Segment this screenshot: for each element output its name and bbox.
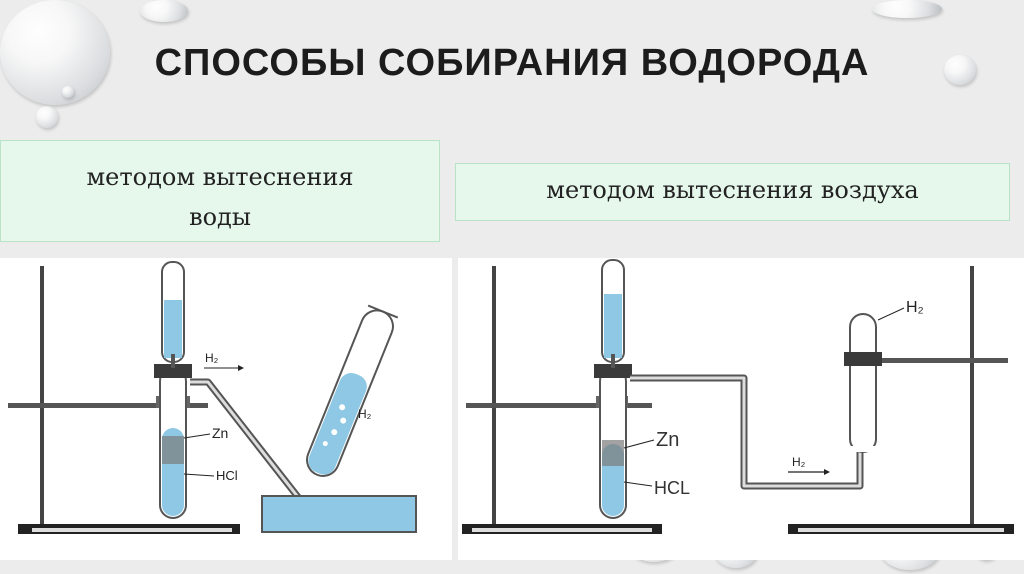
collector-gas-label: H₂ — [906, 299, 924, 316]
air-displacement-diagram: Zn HCL H₂ H₂ — [458, 258, 1024, 560]
method-air-box: методом вытеснения воздуха — [455, 163, 1010, 221]
zinc-label: Zn — [212, 425, 228, 441]
clamp-arm-right — [844, 358, 1008, 363]
method-air-label: методом вытеснения воздуха — [546, 176, 919, 204]
zinc-granules — [602, 440, 624, 466]
zinc-label: Zn — [656, 429, 679, 451]
water-drop-decoration — [872, 0, 942, 18]
stand-rod-right — [970, 266, 974, 528]
method-water-box: методом вытеснения воды — [0, 140, 440, 242]
water-drop-decoration — [944, 55, 976, 85]
tube-gas-label: H₂ — [358, 407, 372, 421]
water-drop-decoration — [62, 86, 74, 98]
collecting-tube — [306, 304, 399, 477]
water-displacement-diagram: H₂ Zn HCl H₂ — [0, 258, 452, 560]
slide-title: СПОСОБЫ СОБИРАНИЯ ВОДОРОДА — [154, 42, 870, 84]
clamp-arm — [8, 403, 208, 408]
water-drop-decoration — [140, 0, 188, 22]
water-drop-decoration — [0, 0, 110, 105]
flow-label: H₂ — [792, 455, 806, 469]
stand-rod — [40, 266, 44, 528]
water-trough — [261, 495, 417, 533]
acid-label: HCl — [216, 468, 238, 483]
clamp-arm — [466, 403, 652, 408]
water-drop-decoration — [36, 106, 58, 128]
stand-rod — [492, 266, 496, 528]
acid-label: HCL — [654, 478, 690, 498]
gas-label: H₂ — [205, 351, 219, 365]
method-water-line2: воды — [189, 203, 251, 231]
stopper — [154, 364, 192, 378]
collecting-tube — [849, 313, 877, 453]
zinc-granules — [162, 436, 184, 464]
stopper — [594, 364, 632, 378]
method-water-line1: методом вытеснения — [86, 163, 354, 191]
